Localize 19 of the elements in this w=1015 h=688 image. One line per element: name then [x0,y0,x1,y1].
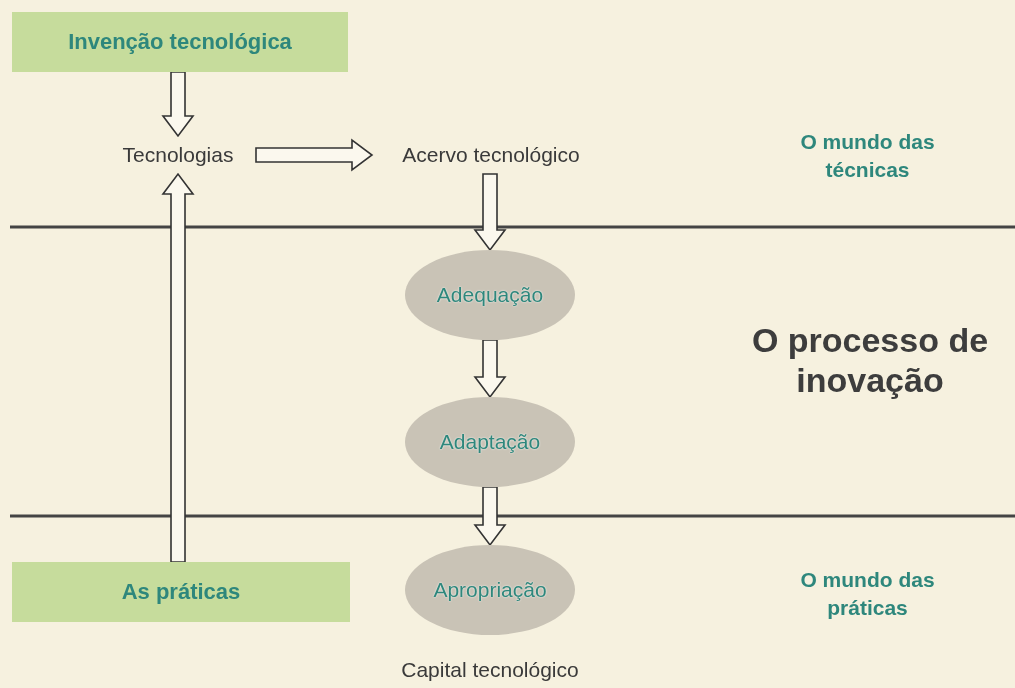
stage-text: Tecnologias [100,136,256,174]
block-arrow [161,71,195,138]
heading-band [12,562,350,622]
band-title: Invenção tecnológica [68,29,292,55]
zone-label: O mundo das técnicas [799,129,936,183]
stage-text: Acervo tecnológico [372,136,610,174]
band-title: As práticas [121,579,241,605]
block-arrow [255,138,374,172]
block-arrow [161,172,195,563]
caption-text: Capital tecnológico [400,658,580,682]
stage-name: Adaptação [439,430,541,454]
section-title: O processo de inovação [750,320,990,400]
block-arrow [473,339,507,399]
stage-name: Adequação [436,283,544,307]
heading-band [12,12,348,72]
block-arrow [473,486,507,547]
block-arrow [473,173,507,252]
stage-name: Apropriação [433,578,547,602]
zone-label: O mundo das práticas [799,567,936,621]
